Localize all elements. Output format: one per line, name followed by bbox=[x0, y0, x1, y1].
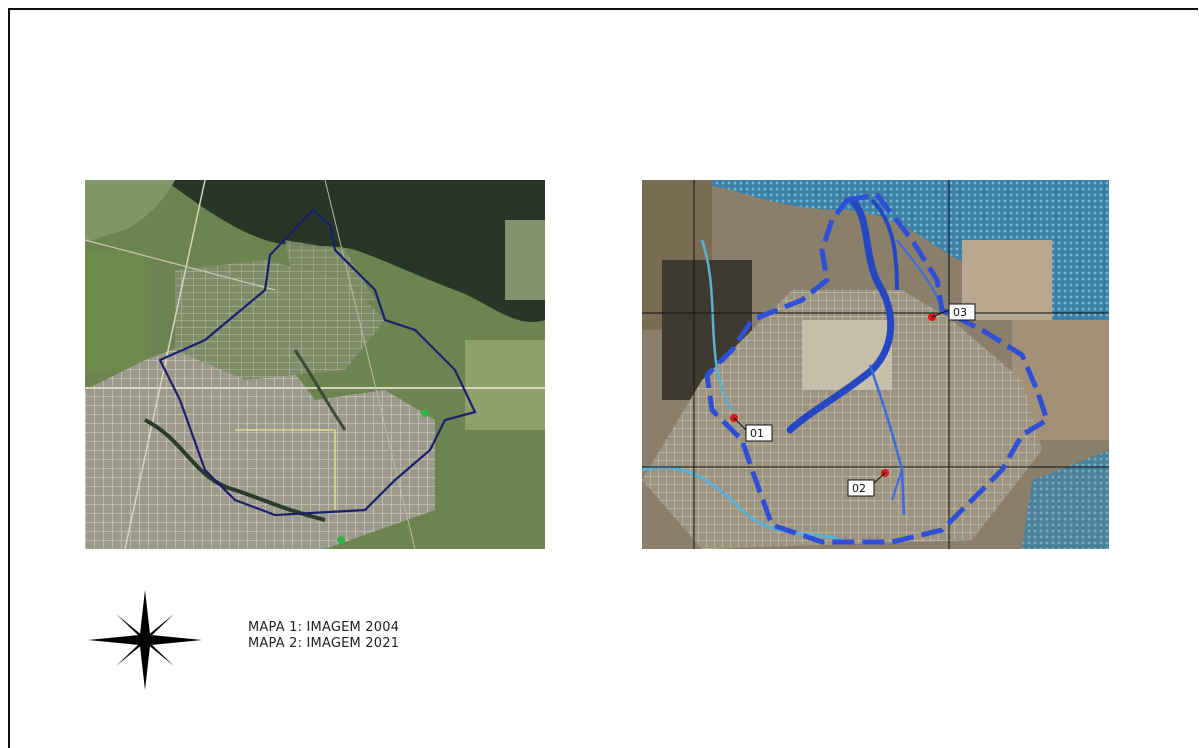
map-1-image-2004 bbox=[85, 180, 545, 549]
point-01-label: 01 bbox=[750, 427, 764, 440]
map-2-svg: 01 02 03 bbox=[642, 180, 1109, 549]
legend-line-1: MAPA 1: IMAGEM 2004 bbox=[248, 620, 400, 635]
place-marker bbox=[421, 409, 429, 417]
open-lot bbox=[802, 320, 892, 390]
point-02-label: 02 bbox=[852, 482, 866, 495]
compass-rose-icon bbox=[88, 590, 202, 690]
point-03-label: 03 bbox=[953, 306, 967, 319]
point-01: 01 bbox=[730, 414, 773, 442]
creek bbox=[144, 418, 326, 522]
urban-area bbox=[642, 290, 1042, 549]
tributary bbox=[868, 364, 906, 516]
legend-line-2: MAPA 2: IMAGEM 2021 bbox=[248, 636, 400, 651]
map-1-svg bbox=[85, 180, 545, 549]
map-legend: MAPA 1: IMAGEM 2004 MAPA 2: IMAGEM 2021 bbox=[248, 620, 399, 652]
place-marker bbox=[337, 536, 345, 544]
point-02: 02 bbox=[847, 469, 889, 497]
page-frame bbox=[8, 8, 1198, 748]
coordinate-grid bbox=[642, 180, 1109, 549]
forest-area bbox=[682, 180, 1109, 353]
main-stream bbox=[786, 196, 895, 434]
map-2-image-2021: 01 02 03 bbox=[642, 180, 1109, 549]
watershed-boundary-dashed bbox=[704, 192, 1050, 545]
point-03: 03 bbox=[928, 303, 976, 321]
watershed-boundary bbox=[158, 208, 477, 517]
forest-area bbox=[165, 180, 545, 323]
